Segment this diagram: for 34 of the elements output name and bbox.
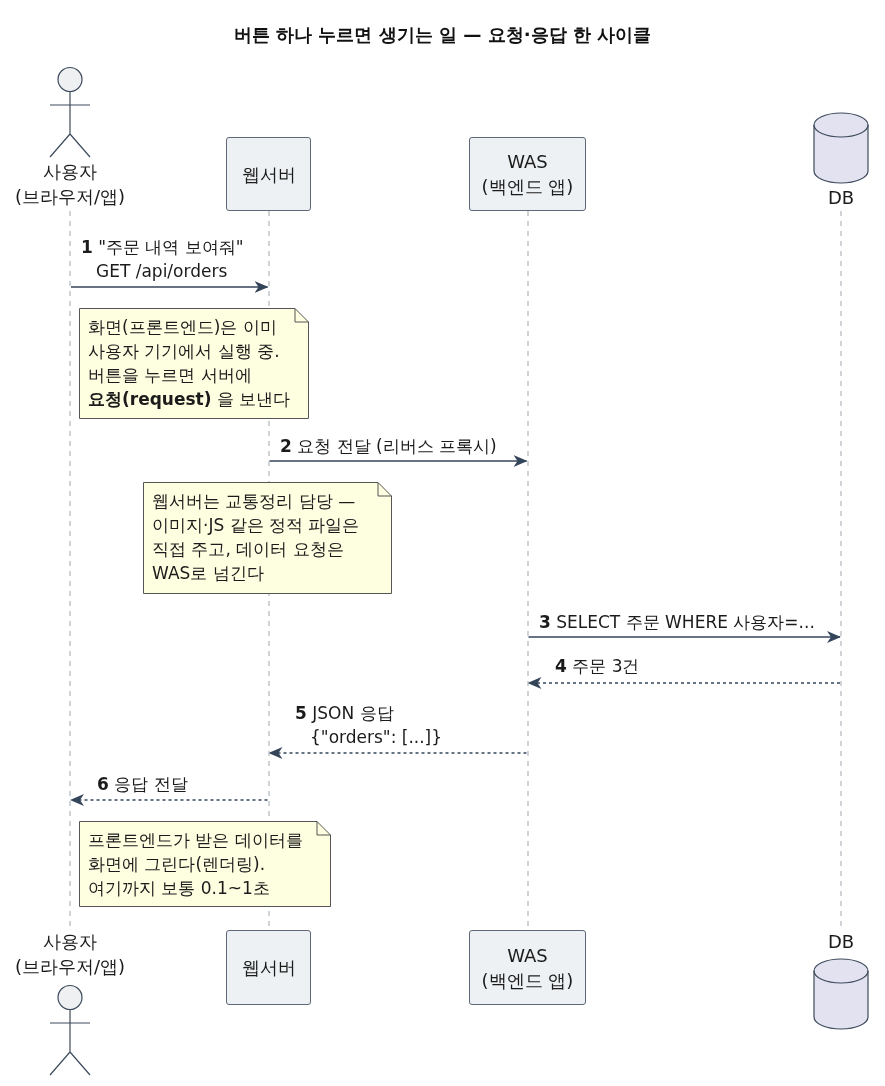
participant-label: WAS (백엔드 앱)	[480, 150, 575, 199]
sticky-note	[79, 821, 331, 907]
participant-label: DB	[827, 930, 855, 954]
note-text: 화면(프론트엔드)은 이미 사용자 기기에서 실행 중. 버튼을 누르면 서버에 요청(request) 을 보낸다	[88, 316, 292, 411]
message-label: 1 "주문 내역 보여줘" GET /api/orders	[81, 236, 245, 283]
participant-label: WAS (백엔드 앱)	[480, 943, 575, 993]
lifeline	[69, 211, 71, 929]
message-arrow	[527, 631, 841, 643]
lifeline	[840, 211, 842, 929]
note-text: 웹서버는 교통정리 담당 — 이미지·JS 같은 정적 파일은 직접 주고, 데이터 요청은 WAS로 넘긴다	[152, 490, 361, 585]
participant-box	[226, 137, 311, 211]
message-arrow	[70, 281, 269, 293]
participant-box	[469, 930, 586, 1005]
message-label: 3 SELECT 주문 WHERE 사용자=...	[539, 611, 815, 634]
participant-label: DB	[827, 186, 855, 210]
participant-label: 사용자 (브라우저/앱)	[13, 160, 127, 209]
participant-box	[226, 930, 311, 1005]
participant-label: 웹서버	[241, 956, 296, 980]
sticky-note	[143, 482, 392, 594]
message-arrow	[527, 677, 841, 689]
message-label: 4 주문 3건	[555, 655, 640, 678]
message-label: 6 응답 전달	[97, 773, 188, 796]
diagram-title: 버튼 하나 누르면 생기는 일 — 요청·응답 한 사이클	[233, 23, 652, 47]
message-label: 2 요청 전달 (리버스 프록시)	[280, 435, 497, 458]
message-arrow	[268, 747, 528, 759]
participant-label: 웹서버	[241, 162, 296, 187]
message-arrow	[70, 794, 269, 806]
note-text: 프론트엔드가 받은 데이터를 화면에 그린다(렌더링). 여기까지 보통 0.1~1초	[88, 829, 304, 900]
message-label: 5 JSON 응답 {"orders": [...]}	[295, 702, 444, 749]
participant-box	[469, 137, 586, 211]
participant-label: 사용자 (브라우저/앱)	[13, 930, 127, 979]
lifeline	[526, 211, 529, 929]
message-arrow	[268, 455, 528, 467]
sticky-note	[79, 308, 309, 419]
